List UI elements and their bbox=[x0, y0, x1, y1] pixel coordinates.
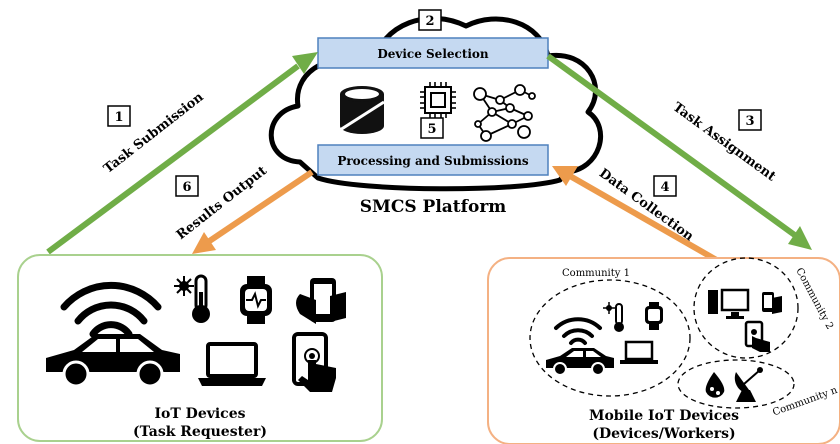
step-6-badge: 6 bbox=[175, 175, 199, 197]
data-collection-label: Data Collection bbox=[596, 166, 697, 245]
community-n-ellipse bbox=[677, 359, 795, 409]
svg-text:6: 6 bbox=[182, 180, 191, 195]
task-submission-arrow bbox=[46, 52, 318, 255]
database-icon bbox=[339, 86, 385, 134]
svg-text:5: 5 bbox=[427, 122, 436, 137]
phone-hand-icon bbox=[762, 292, 782, 314]
platform-title: SMCS Platform bbox=[360, 197, 507, 217]
car-icon bbox=[546, 348, 614, 376]
neural-network-icon bbox=[473, 84, 536, 142]
step-4-badge: 4 bbox=[653, 175, 677, 197]
requester-box bbox=[17, 254, 383, 442]
processing-label: Processing and Submissions bbox=[337, 154, 529, 168]
wifi-icon bbox=[60, 282, 162, 338]
task-submission-label: Task Submission bbox=[101, 89, 207, 176]
touch-phone-icon bbox=[744, 320, 770, 352]
processing-box: Processing and Submissions bbox=[317, 144, 549, 176]
task-assignment-label: Task Assignment bbox=[670, 100, 779, 185]
task-assignment-arrow bbox=[546, 53, 812, 250]
thermometer-icon bbox=[603, 302, 624, 332]
smartwatch-icon bbox=[240, 276, 272, 324]
laptop-icon bbox=[198, 342, 266, 386]
results-output-arrow bbox=[192, 169, 314, 254]
data-collection-arrow bbox=[552, 166, 722, 265]
step-3-badge: 3 bbox=[738, 109, 762, 131]
requester-subtitle: (Task Requester) bbox=[133, 424, 267, 440]
drop-icon bbox=[705, 372, 725, 398]
step-2-badge: 2 bbox=[418, 9, 442, 31]
step-1-badge: 1 bbox=[107, 105, 131, 127]
workers-subtitle: (Devices/Workers) bbox=[592, 426, 735, 442]
cpu-chip-icon bbox=[420, 82, 456, 118]
workers-title: Mobile IoT Devices bbox=[589, 408, 739, 424]
community-1-ellipse bbox=[529, 279, 691, 397]
laptop-icon bbox=[620, 340, 658, 364]
svg-text:2: 2 bbox=[425, 14, 434, 29]
satellite-dish-icon bbox=[734, 367, 763, 402]
phone-hand-icon bbox=[296, 278, 346, 324]
thermometer-icon bbox=[174, 274, 210, 323]
community-1-label: Community 1 bbox=[562, 268, 630, 279]
smartwatch-icon bbox=[645, 302, 663, 330]
svg-text:3: 3 bbox=[745, 114, 754, 129]
touch-phone-icon bbox=[292, 332, 336, 392]
step-5-badge: 5 bbox=[420, 117, 444, 139]
svg-text:1: 1 bbox=[114, 110, 123, 125]
device-selection-label: Device Selection bbox=[377, 47, 489, 61]
svg-text:4: 4 bbox=[660, 180, 669, 195]
community-2-ellipse bbox=[693, 257, 799, 359]
desktop-icon bbox=[708, 288, 750, 319]
car-icon bbox=[46, 334, 180, 388]
device-selection-box: Device Selection bbox=[317, 37, 549, 69]
wifi-icon bbox=[554, 317, 602, 345]
requester-title: IoT Devices bbox=[155, 406, 246, 422]
